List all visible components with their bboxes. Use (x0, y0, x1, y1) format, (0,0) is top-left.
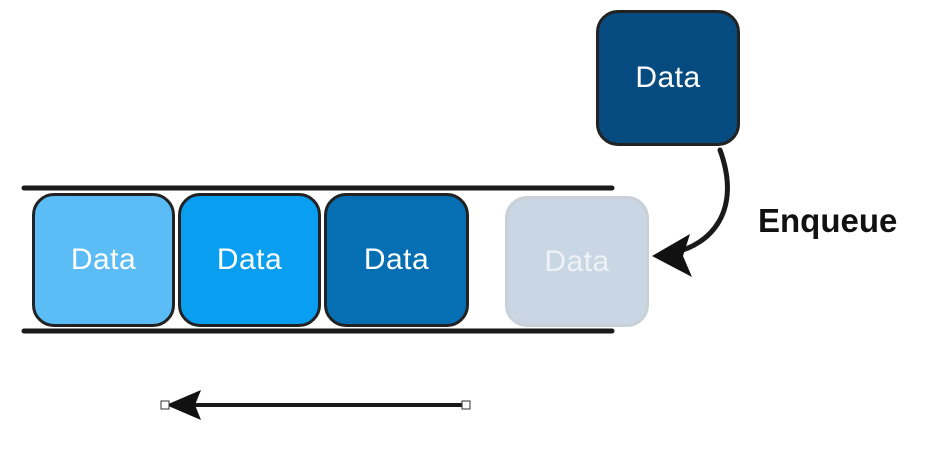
queue-item-4-label: Data (544, 244, 610, 278)
enqueue-arrow-curve (669, 147, 730, 256)
queue-item-1: Data (32, 193, 175, 327)
enqueue-label: Enqueue (758, 202, 898, 239)
queue-item-2-label: Data (216, 243, 283, 276)
queue-item-3-label: Data (363, 243, 430, 276)
queue-item-1-label: Data (70, 243, 137, 276)
direction-arrow-start-handle (160, 400, 170, 410)
incoming-data-label: Data (635, 61, 701, 94)
enqueue-arrow-head (652, 234, 692, 277)
queue-item-4-ghost: Data (505, 196, 649, 327)
direction-arrow-end-handle (461, 400, 471, 410)
incoming-data-box: Data (596, 10, 740, 146)
direction-arrow-head (166, 390, 201, 420)
queue-item-2: Data (178, 193, 321, 327)
queue-item-3: Data (324, 193, 469, 327)
